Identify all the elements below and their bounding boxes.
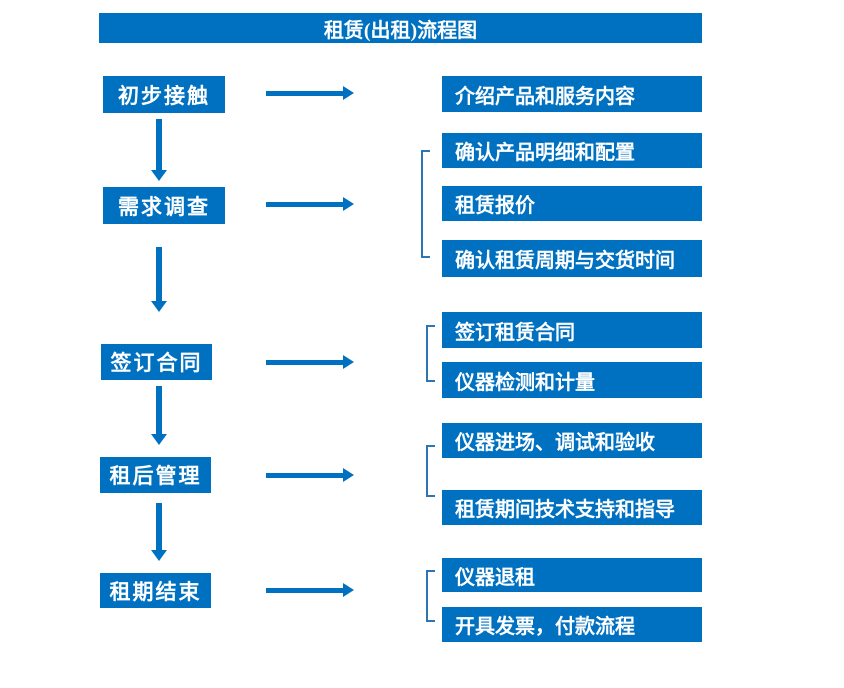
stage-box-rental-period-end: 租期结束 bbox=[100, 573, 211, 608]
detail-box-confirm-product-details-config: 确认产品明细和配置 bbox=[442, 133, 702, 168]
right-arrow-icon bbox=[266, 197, 354, 211]
detail-box-invoicing-payment-process: 开具发票，付款流程 bbox=[442, 607, 702, 642]
group-bracket-icon bbox=[426, 445, 435, 497]
right-arrow-icon bbox=[266, 468, 354, 482]
stage-box-sign-contract: 签订合同 bbox=[101, 344, 212, 380]
detail-box-confirm-rental-period-delivery: 确认租赁周期与交货时间 bbox=[442, 240, 702, 277]
detail-box-instrument-testing-metering: 仪器检测和计量 bbox=[442, 362, 702, 398]
down-arrow-icon bbox=[151, 386, 167, 445]
group-bracket-icon bbox=[426, 325, 435, 382]
group-bracket-icon bbox=[421, 150, 430, 258]
detail-box-sign-rental-contract: 签订租赁合同 bbox=[442, 312, 702, 348]
stage-box-initial-contact: 初步接触 bbox=[103, 76, 225, 113]
detail-box-rental-quotation: 租赁报价 bbox=[442, 186, 702, 221]
flowchart-title: 租赁(出租)流程图 bbox=[99, 13, 702, 43]
down-arrow-icon bbox=[151, 119, 167, 181]
right-arrow-icon bbox=[266, 583, 354, 597]
right-arrow-icon bbox=[266, 86, 354, 100]
detail-box-rental-technical-support: 租赁期间技术支持和指导 bbox=[442, 490, 702, 525]
detail-box-introduce-products-services: 介绍产品和服务内容 bbox=[442, 76, 702, 112]
stage-box-post-rental-management: 租后管理 bbox=[100, 457, 211, 493]
down-arrow-icon bbox=[151, 503, 167, 561]
right-arrow-icon bbox=[266, 355, 354, 369]
down-arrow-icon bbox=[151, 247, 167, 312]
group-bracket-icon bbox=[426, 570, 435, 622]
detail-box-instrument-return: 仪器退租 bbox=[442, 558, 702, 592]
detail-box-instrument-entry-commissioning-acceptance: 仪器进场、调试和验收 bbox=[442, 423, 702, 458]
stage-box-demand-survey: 需求调查 bbox=[103, 187, 225, 224]
